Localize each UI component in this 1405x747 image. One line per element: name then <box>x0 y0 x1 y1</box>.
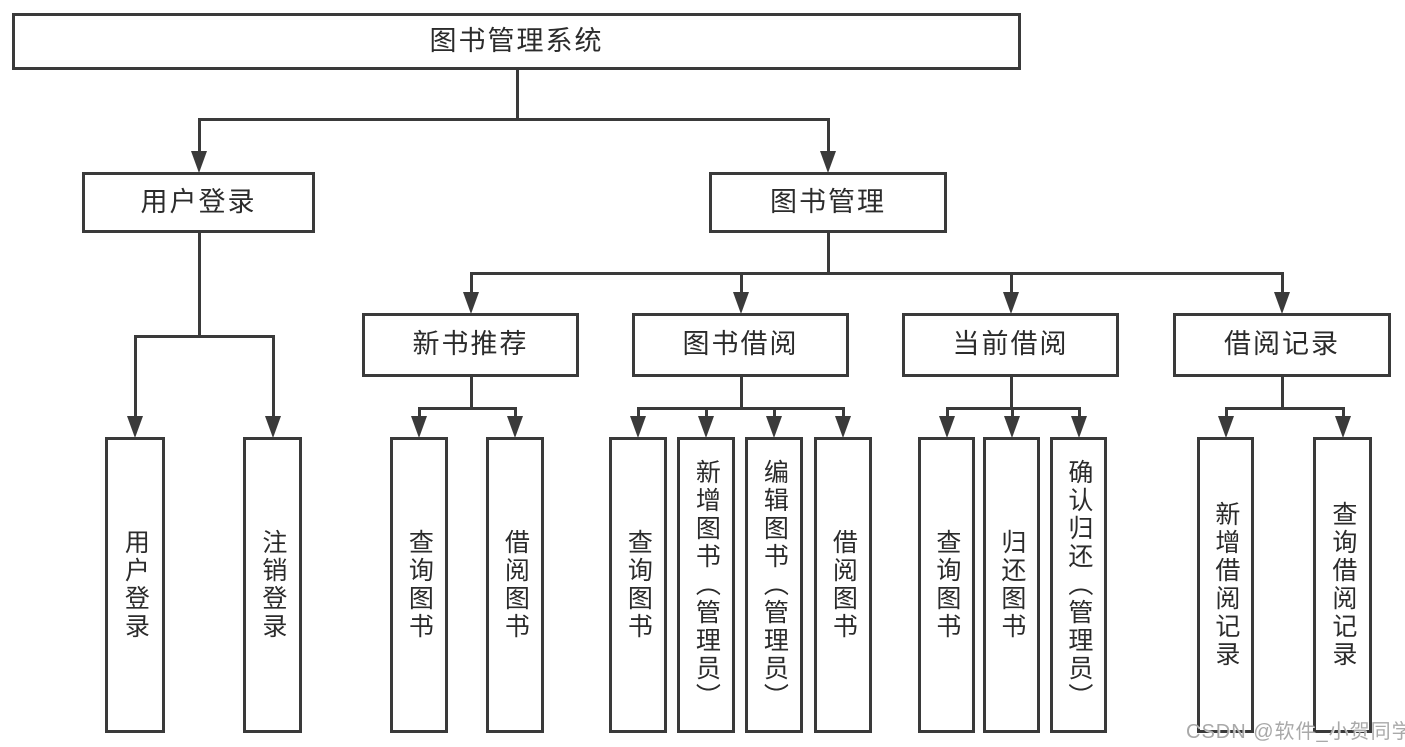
connector-line <box>198 118 829 121</box>
node-label-leaf-query-book-2: 查询图书 <box>624 529 653 641</box>
node-label-leaf-borrow-book-1: 借阅图书 <box>501 529 530 641</box>
csdn-watermark: CSDN @软件_小贺同学 <box>1186 721 1405 743</box>
connector-line <box>198 118 201 154</box>
node-label-root: 图书管理系统 <box>429 25 604 56</box>
connector-line <box>705 407 708 419</box>
connector-line <box>1011 407 1014 419</box>
connector-line <box>637 407 640 419</box>
arrowhead-down-icon <box>835 416 851 438</box>
connector-line <box>827 231 830 275</box>
node-label-new-book-recommend: 新书推荐 <box>412 329 529 360</box>
node-leaf-logout: 注销登录 <box>243 437 302 733</box>
node-book-management: 图书管理 <box>709 172 947 233</box>
node-label-leaf-query-book-1: 查询图书 <box>405 529 434 641</box>
connector-line <box>1225 407 1344 410</box>
connector-line <box>827 118 830 154</box>
arrowhead-down-icon <box>1071 416 1087 438</box>
node-label-leaf-query-borrow-record: 查询借阅记录 <box>1328 501 1357 669</box>
connector-line <box>198 231 201 338</box>
node-book-borrowing: 图书借阅 <box>632 313 849 377</box>
node-label-leaf-add-book-admin: 新增图书（管理员） <box>692 459 721 711</box>
connector-line <box>1342 407 1345 419</box>
node-leaf-query-book-2: 查询图书 <box>609 437 667 733</box>
node-label-leaf-borrow-book-2: 借阅图书 <box>829 529 858 641</box>
connector-line <box>842 407 845 419</box>
arrowhead-down-icon <box>507 416 523 438</box>
arrowhead-down-icon <box>630 416 646 438</box>
node-label-leaf-edit-book-admin: 编辑图书（管理员） <box>760 459 789 711</box>
node-label-leaf-add-borrow-record: 新增借阅记录 <box>1211 501 1240 669</box>
node-leaf-edit-book-admin: 编辑图书（管理员） <box>745 437 803 733</box>
node-leaf-add-book-admin: 新增图书（管理员） <box>677 437 735 733</box>
node-leaf-confirm-return: 确认归还（管理员） <box>1050 437 1107 733</box>
arrowhead-down-icon <box>939 416 955 438</box>
connector-line <box>1225 407 1228 419</box>
arrowhead-down-icon <box>766 416 782 438</box>
node-label-leaf-confirm-return: 确认归还（管理员） <box>1064 459 1093 711</box>
node-leaf-return-book: 归还图书 <box>983 437 1040 733</box>
arrowhead-down-icon <box>411 416 427 438</box>
arrowhead-down-icon <box>1004 416 1020 438</box>
node-label-book-borrowing: 图书借阅 <box>682 329 799 360</box>
node-label-user-login: 用户登录 <box>140 186 257 217</box>
node-label-leaf-query-book-3: 查询图书 <box>932 529 961 641</box>
arrowhead-down-icon <box>1274 292 1290 314</box>
node-new-book-recommend: 新书推荐 <box>362 313 579 377</box>
arrowhead-down-icon <box>191 151 207 173</box>
node-label-book-management: 图书管理 <box>770 186 886 217</box>
node-label-leaf-logout: 注销登录 <box>258 529 287 641</box>
node-leaf-borrow-book-2: 借阅图书 <box>814 437 872 733</box>
connector-line <box>1281 375 1284 410</box>
connector-line <box>134 335 137 419</box>
arrowhead-down-icon <box>1335 416 1351 438</box>
connector-line <box>418 407 516 410</box>
node-label-leaf-return-book: 归还图书 <box>997 529 1026 641</box>
node-label-current-borrowing: 当前借阅 <box>952 329 1069 360</box>
node-root: 图书管理系统 <box>12 13 1021 70</box>
connector-line <box>514 407 517 419</box>
arrowhead-down-icon <box>733 292 749 314</box>
arrowhead-down-icon <box>463 292 479 314</box>
arrowhead-down-icon <box>265 416 281 438</box>
connector-line <box>740 375 743 410</box>
node-borrowing-records: 借阅记录 <box>1173 313 1391 377</box>
connector-line <box>1078 407 1081 419</box>
node-leaf-add-borrow-record: 新增借阅记录 <box>1197 437 1254 733</box>
connector-line <box>272 335 275 419</box>
node-leaf-query-book-1: 查询图书 <box>390 437 448 733</box>
connector-line <box>1010 375 1013 410</box>
node-leaf-query-book-3: 查询图书 <box>918 437 975 733</box>
node-label-leaf-user-login: 用户登录 <box>121 529 150 641</box>
node-leaf-borrow-book-1: 借阅图书 <box>486 437 544 733</box>
node-label-borrowing-records: 借阅记录 <box>1224 329 1340 360</box>
connector-line <box>470 272 1283 275</box>
arrowhead-down-icon <box>698 416 714 438</box>
node-user-login: 用户登录 <box>82 172 315 233</box>
connector-line <box>946 407 949 419</box>
node-leaf-query-borrow-record: 查询借阅记录 <box>1313 437 1372 733</box>
connector-line <box>637 407 844 410</box>
connector-line <box>1281 272 1284 295</box>
arrowhead-down-icon <box>820 151 836 173</box>
connector-line <box>773 407 776 419</box>
node-leaf-user-login: 用户登录 <box>105 437 165 733</box>
connector-line <box>418 407 421 419</box>
connector-line <box>1010 272 1013 295</box>
arrowhead-down-icon <box>1003 292 1019 314</box>
connector-line <box>470 375 473 410</box>
connector-line <box>740 272 743 295</box>
arrowhead-down-icon <box>1218 416 1234 438</box>
connector-line <box>134 335 274 338</box>
node-current-borrowing: 当前借阅 <box>902 313 1119 377</box>
connector-line <box>516 68 519 121</box>
connector-line <box>470 272 473 295</box>
arrowhead-down-icon <box>127 416 143 438</box>
